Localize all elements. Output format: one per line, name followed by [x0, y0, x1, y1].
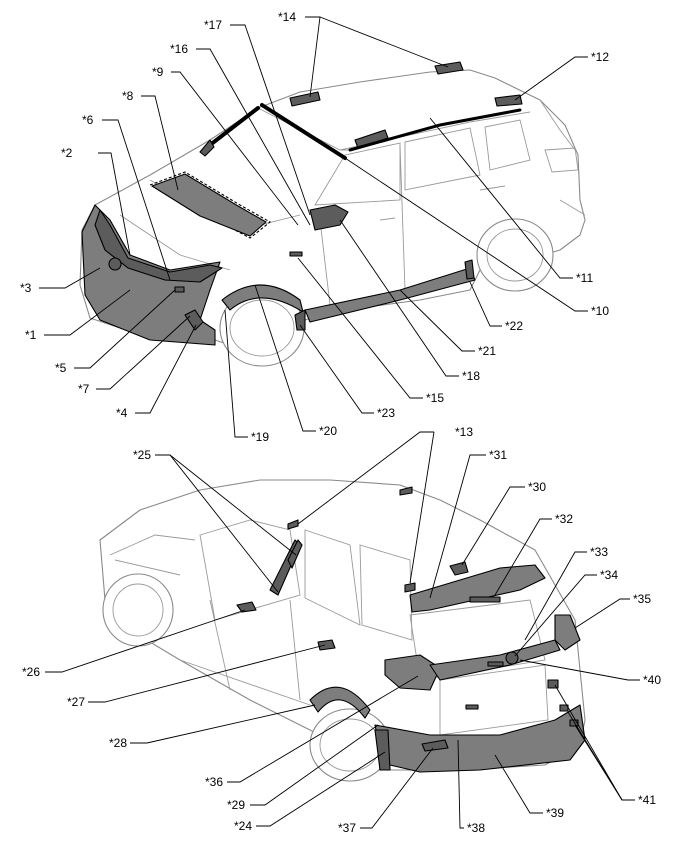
rear-emblem	[505, 651, 519, 665]
license-lamp	[487, 661, 504, 667]
front-emblem	[174, 286, 185, 293]
label-27: *27	[67, 695, 85, 709]
label-34: *34	[600, 568, 618, 582]
label-6: *6	[82, 113, 94, 127]
rear-wheel	[476, 218, 554, 292]
front-left-wheel-rear-view	[102, 573, 174, 647]
label-17: *17	[204, 18, 222, 32]
wiper-arm	[199, 139, 215, 157]
roof-rail-rear-2	[399, 486, 413, 496]
label-39: *39	[546, 806, 564, 820]
label-33: *33	[590, 545, 608, 559]
label-28: *28	[109, 736, 127, 750]
label-30: *30	[528, 480, 546, 494]
label-18: *18	[462, 369, 480, 383]
label-1: *1	[25, 328, 37, 342]
side-marker	[289, 251, 303, 257]
label-12: *12	[591, 50, 609, 64]
label-5: *5	[55, 361, 67, 375]
label-35: *35	[633, 592, 651, 606]
label-4: *4	[116, 406, 128, 420]
label-21: *21	[478, 344, 496, 358]
front-parts	[81, 61, 523, 346]
label-32: *32	[555, 512, 573, 526]
tail-lamp-right	[554, 614, 581, 651]
label-3: *3	[20, 281, 32, 295]
label-37: *37	[338, 821, 356, 835]
label-26: *26	[22, 665, 40, 679]
callout-labels: *2 *3 *1 *5 *7 *4 *6 *8 *9 *16 *17 *14 *…	[20, 10, 661, 835]
rear-mudguard	[464, 259, 475, 280]
front-mudguard	[294, 309, 306, 331]
rear-spoiler	[409, 564, 546, 613]
high-mount-stop-lamp	[469, 596, 501, 603]
label-2: *2	[61, 146, 73, 160]
label-23: *23	[377, 406, 395, 420]
tail-lamp-left	[384, 654, 441, 691]
back-sensor-3	[569, 719, 579, 727]
back-door-garnish	[429, 639, 561, 681]
rear-wheel-arch	[309, 686, 371, 719]
label-11: *11	[576, 271, 593, 285]
label-15: *15	[426, 391, 444, 405]
label-24: *24	[234, 819, 252, 833]
front-door-handle	[317, 639, 336, 651]
label-13: *13	[455, 425, 473, 439]
rear-reflector	[421, 739, 449, 752]
a-pillar-molding	[208, 106, 260, 147]
rear-parts	[179, 486, 586, 773]
fog-light-left	[108, 257, 122, 271]
rear-wiper	[449, 561, 469, 576]
rear-view-car	[99, 479, 586, 771]
label-19: *19	[251, 430, 269, 444]
fog-lamp-cover	[184, 309, 204, 331]
grille-upper	[94, 209, 223, 283]
label-40: *40	[643, 673, 661, 687]
label-22: *22	[505, 319, 523, 333]
label-8: *8	[122, 89, 134, 103]
leader-lines	[39, 16, 640, 829]
roof-rail-back	[494, 94, 523, 107]
label-10: *10	[591, 304, 609, 318]
roof-rail-rear-1	[287, 519, 299, 530]
label-41: *41	[638, 793, 656, 807]
label-38: *38	[467, 821, 485, 835]
rear-door-handle	[236, 601, 257, 613]
label-36: *36	[205, 775, 223, 789]
back-sensor-1	[547, 679, 559, 689]
label-31: *31	[489, 448, 507, 462]
label-7: *7	[78, 382, 90, 396]
label-9: *9	[152, 65, 164, 79]
outer-mirror	[309, 204, 349, 231]
label-29: *29	[227, 798, 245, 812]
roof-rail-rear-3	[404, 582, 416, 593]
roof-drip-molding	[348, 108, 522, 152]
label-20: *20	[319, 424, 337, 438]
roof-rail-front	[289, 91, 321, 107]
label-14: *14	[278, 10, 296, 24]
rear-step	[465, 704, 479, 710]
label-16: *16	[170, 42, 188, 56]
cowl-panel	[151, 173, 267, 237]
label-25: *25	[133, 448, 151, 462]
